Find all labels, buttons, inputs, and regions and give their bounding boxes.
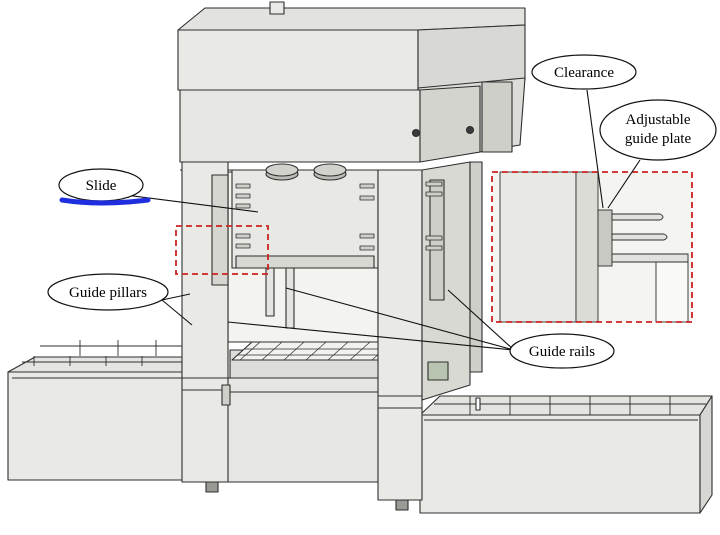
left-base-tray (7, 340, 206, 481)
right-base-tray (419, 395, 713, 514)
top-crown (177, 1, 526, 91)
label-slide: Slide (86, 178, 117, 194)
guide-rails-callout-bubble (509, 333, 615, 369)
clearance-callout-bubble (531, 54, 637, 90)
lower-rods (265, 267, 295, 329)
label-guide-pillars: Guide pillars (69, 285, 147, 301)
rear-column-lower (469, 161, 483, 373)
slide-underline (59, 197, 151, 206)
clearance-highlight-box (175, 225, 269, 275)
label-adjustable-line2: guide plate (625, 131, 692, 147)
label-adjustable-line1: Adjustable (626, 112, 691, 128)
leader-lines (117, 89, 641, 351)
right-guide-pillar (377, 161, 481, 511)
adjustable-guide-plate-callout-bubble (599, 99, 717, 161)
slide-body (231, 163, 379, 269)
guide-pillars-callout-bubble (47, 273, 169, 311)
center-bed (219, 341, 421, 483)
left-guide-pillar (181, 161, 231, 493)
detail-inset (491, 171, 693, 323)
label-guide-rails: Guide rails (529, 344, 595, 360)
upper-frame (179, 85, 481, 171)
label-clearance: Clearance (554, 65, 614, 81)
